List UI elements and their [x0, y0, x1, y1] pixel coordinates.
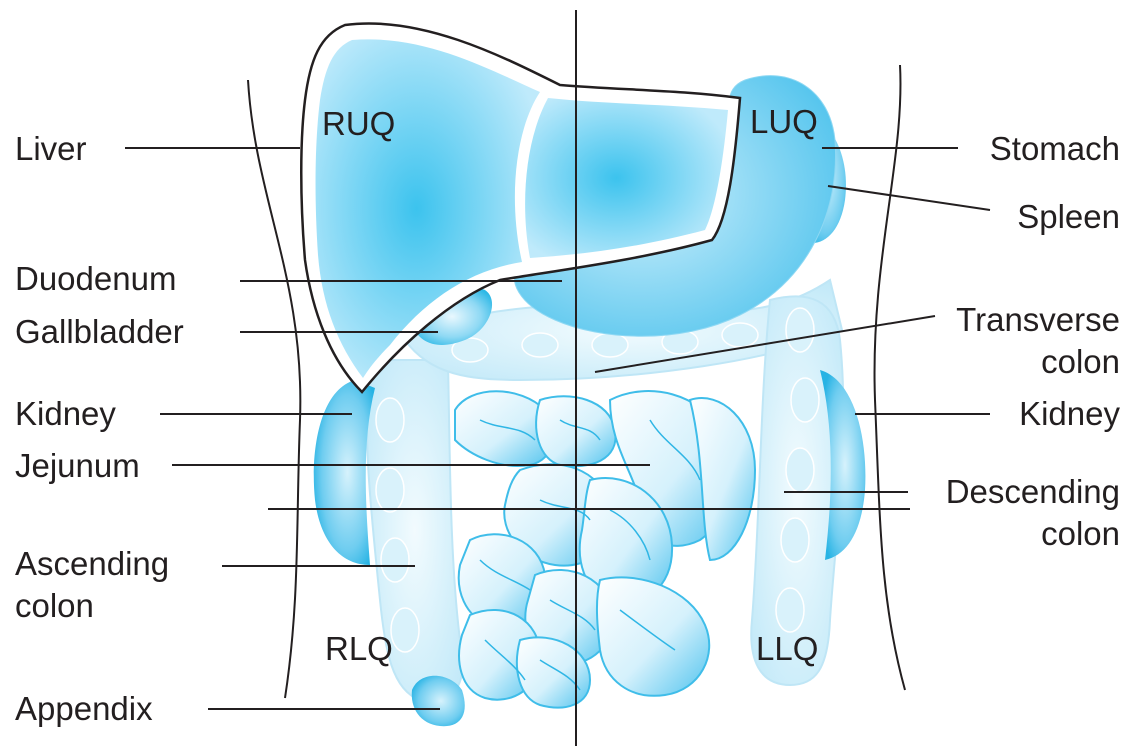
label-gallbladder: Gallbladder — [15, 313, 184, 350]
label-kidney-right: Kidney — [1019, 395, 1120, 432]
quadrant-luq: LUQ — [750, 103, 818, 140]
body-outline-right — [875, 65, 905, 690]
small-intestine — [455, 391, 755, 708]
kidney-right-side-of-body — [314, 380, 375, 565]
label-ascending-colon-line1: Ascending — [15, 545, 169, 582]
label-appendix: Appendix — [15, 690, 153, 727]
label-spleen: Spleen — [1017, 198, 1120, 235]
label-stomach: Stomach — [990, 130, 1120, 167]
label-descending-colon-line2: colon — [1041, 515, 1120, 552]
label-ascending-colon-line2: colon — [15, 587, 94, 624]
label-jejunum: Jejunum — [15, 447, 140, 484]
quadrant-ruq: RUQ — [322, 105, 395, 142]
label-transverse-colon-line2: colon — [1041, 343, 1120, 380]
label-descending-colon-line1: Descending — [946, 473, 1120, 510]
quadrant-rlq: RLQ — [325, 630, 393, 667]
body-outline-left — [248, 80, 300, 698]
label-liver: Liver — [15, 130, 87, 167]
label-duodenum: Duodenum — [15, 260, 176, 297]
label-transverse-colon-line1: Transverse — [956, 301, 1120, 338]
quadrant-llq: LLQ — [756, 630, 818, 667]
label-kidney-left: Kidney — [15, 395, 116, 432]
